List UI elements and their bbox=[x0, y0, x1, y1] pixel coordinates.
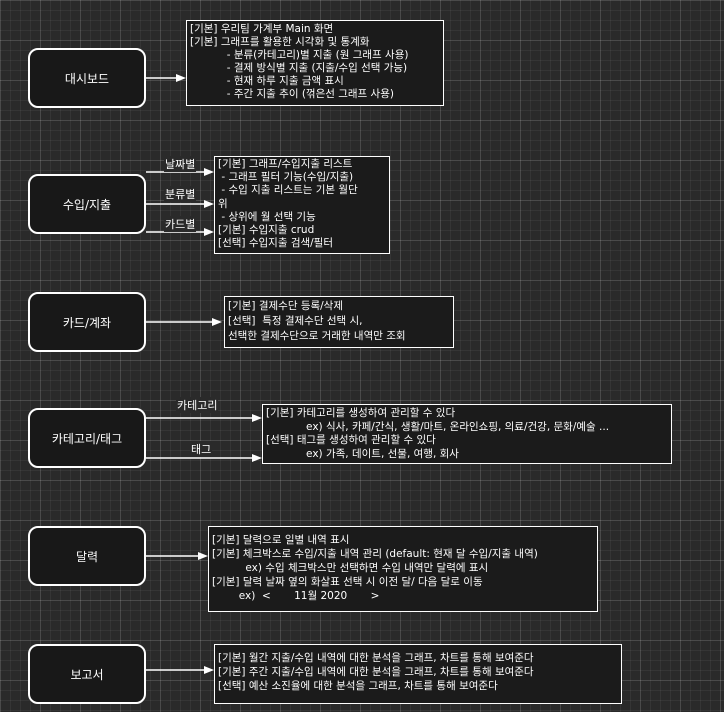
note-dashboard: [기본] 우리팀 가계부 Main 화면 [기본] 그래프를 활용한 시각화 및… bbox=[186, 20, 444, 106]
note-line: 선택한 결제수단으로 거래한 내역만 조회 bbox=[228, 330, 406, 342]
arrowhead bbox=[204, 228, 214, 236]
node-calendar-label: 달력 bbox=[75, 549, 99, 564]
arrowhead bbox=[176, 74, 186, 82]
arrowhead bbox=[204, 168, 214, 176]
edge-label-tag: 태그 bbox=[190, 441, 213, 457]
note-line: - 분류(카테고리)별 지출 (원 그래프 사용) bbox=[190, 49, 409, 61]
arrowhead bbox=[252, 414, 262, 422]
note-line: - 주간 지출 추이 (꺾은선 그래프 사용) bbox=[190, 88, 394, 100]
node-dashboard[interactable]: 대시보드 bbox=[28, 48, 146, 108]
arrowhead bbox=[204, 666, 214, 674]
note-line: - 수입 지출 리스트는 기본 월단 bbox=[218, 184, 358, 197]
note-line: ex) 수입 체크박스만 선택하면 수입 내역만 달력에 표시 bbox=[212, 562, 489, 574]
note-line: [선택] 특정 결제수단 선택 시, bbox=[228, 315, 363, 327]
note-line: ex) 식사, 카페/간식, 생활/마트, 온라인쇼핑, 의료/건강, 문화/예… bbox=[266, 420, 610, 433]
note-line: [선택] 수입지출 검색/필터 bbox=[218, 237, 334, 250]
node-income-expense[interactable]: 수입/지출 bbox=[28, 174, 146, 234]
note-line: [기본] 달력으로 일별 내역 표시 bbox=[212, 534, 350, 546]
note-line: [기본] 카테고리를 생성하여 관리할 수 있다 bbox=[266, 407, 456, 419]
note-line: [기본] 그래프/수입지출 리스트 bbox=[218, 158, 353, 170]
note-line: [기본] 그래프를 활용한 시각화 및 통계화 bbox=[190, 36, 370, 48]
note-line: [기본] 수입지출 crud bbox=[218, 224, 315, 237]
note-line: 위 bbox=[218, 197, 228, 210]
note-category-tag: [기본] 카테고리를 생성하여 관리할 수 있다 ex) 식사, 카페/간식, … bbox=[262, 404, 672, 464]
note-income-expense: [기본] 그래프/수입지출 리스트 - 그래프 필터 기능(수입/지출) - 수… bbox=[214, 156, 390, 254]
note-line: ex) 가족, 데이트, 선물, 여행, 회사 bbox=[266, 447, 459, 460]
note-line: ex) < 11월 2020 > bbox=[212, 590, 380, 602]
edge-label-by-card: 카드별 bbox=[164, 216, 197, 232]
note-line: - 현재 하루 지출 금액 표시 bbox=[190, 75, 344, 87]
note-calendar: [기본] 달력으로 일별 내역 표시 [기본] 체크박스로 수입/지출 내역 관… bbox=[208, 526, 598, 612]
note-line: [기본] 체크박스로 수입/지출 내역 관리 (default: 현재 달 수입… bbox=[212, 548, 538, 560]
arrowhead bbox=[252, 454, 262, 462]
edge-label-by-date: 날짜별 bbox=[164, 156, 197, 172]
note-line: [선택] 태그를 생성하여 관리할 수 있다 bbox=[266, 434, 436, 446]
note-line: [기본] 달력 날짜 옆의 화살표 선택 시 이전 달/ 다음 달로 이동 bbox=[212, 576, 483, 588]
note-line: - 상위에 월 선택 기능 bbox=[218, 210, 316, 223]
arrowhead bbox=[204, 200, 214, 208]
note-line: - 그래프 필터 기능(수입/지출) bbox=[218, 171, 354, 184]
note-report: [기본] 월간 지출/수입 내역에 대한 분석을 그래프, 차트를 통해 보여준… bbox=[214, 644, 622, 704]
note-line: [기본] 결제수단 등록/삭제 bbox=[228, 300, 344, 312]
node-card-account[interactable]: 카드/계좌 bbox=[28, 292, 146, 352]
arrowhead bbox=[212, 318, 222, 326]
node-report[interactable]: 보고서 bbox=[28, 644, 146, 704]
node-category-tag[interactable]: 카테고리/태그 bbox=[28, 408, 146, 468]
node-report-label: 보고서 bbox=[70, 667, 104, 682]
edge-label-by-category: 분류별 bbox=[164, 186, 197, 202]
note-line: [기본] 우리팀 가계부 Main 화면 bbox=[190, 23, 334, 35]
note-line: [선택] 예산 소진율에 대한 분석을 그래프, 차트를 통해 보여준다 bbox=[218, 680, 498, 692]
node-dashboard-label: 대시보드 bbox=[64, 71, 110, 86]
arrowhead bbox=[198, 552, 208, 560]
node-card-account-label: 카드/계좌 bbox=[62, 315, 112, 330]
note-card-account: [기본] 결제수단 등록/삭제 [선택] 특정 결제수단 선택 시, 선택한 결… bbox=[224, 296, 454, 348]
edge-label-category: 카테고리 bbox=[176, 397, 219, 413]
note-line: [기본] 월간 지출/수입 내역에 대한 분석을 그래프, 차트를 통해 보여준… bbox=[218, 652, 534, 664]
node-calendar[interactable]: 달력 bbox=[28, 526, 146, 586]
note-line: [기본] 주간 지출/수입 내역에 대한 분석을 그래프, 차트를 통해 보여준… bbox=[218, 666, 534, 678]
node-income-expense-label: 수입/지출 bbox=[62, 197, 112, 212]
note-line: - 결제 방식별 지출 (지출/수입 선택 가능) bbox=[190, 62, 408, 74]
node-category-tag-label: 카테고리/태그 bbox=[51, 431, 123, 446]
